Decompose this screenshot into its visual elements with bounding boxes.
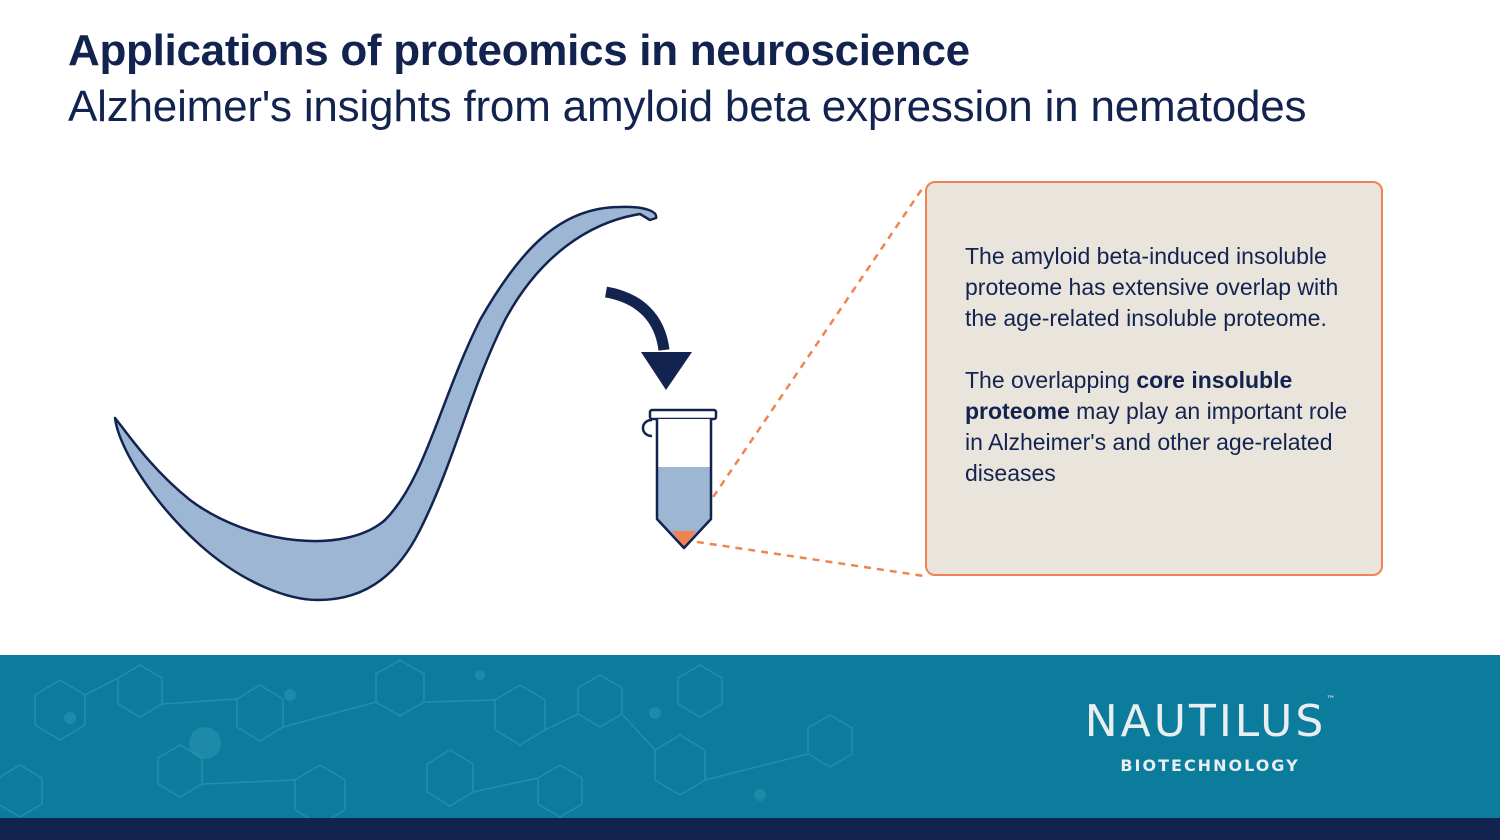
callout-text-before: The overlapping	[965, 367, 1137, 393]
connector-line-bottom	[683, 538, 925, 578]
footer-bottom-bar	[0, 818, 1500, 840]
page-title: Applications of proteomics in neuroscien…	[68, 26, 970, 75]
footer-band	[0, 655, 1500, 818]
callout-box: The amyloid beta-induced insoluble prote…	[925, 181, 1383, 576]
curved-arrow-icon	[604, 286, 670, 351]
core-insoluble-proteome-highlight: core insoluble proteome	[965, 367, 1293, 424]
nematode-worm	[113, 205, 658, 602]
trademark-symbol: ™	[1326, 695, 1336, 705]
brand-name: NAUTILUS™	[1060, 696, 1360, 744]
callout-paragraph-2: The overlapping core insoluble proteome …	[965, 365, 1351, 489]
arrow-head-icon	[641, 352, 692, 390]
connector-line-top	[682, 185, 926, 541]
sample-tube-icon	[641, 408, 718, 550]
illustration	[113, 185, 926, 602]
callout-text-after: may play an important role in Alzheimer'…	[965, 398, 1348, 486]
brand-tagline: BIOTECHNOLOGY	[1120, 756, 1300, 775]
callout-paragraph-1: The amyloid beta-induced insoluble prote…	[965, 243, 1339, 331]
brand-name-text: NAUTILUS	[1084, 696, 1327, 747]
molecular-pattern-background	[0, 659, 853, 818]
nautilus-logo: NAUTILUS™ BIOTECHNOLOGY	[1060, 696, 1360, 776]
page-subtitle: Alzheimer's insights from amyloid beta e…	[68, 82, 1307, 131]
